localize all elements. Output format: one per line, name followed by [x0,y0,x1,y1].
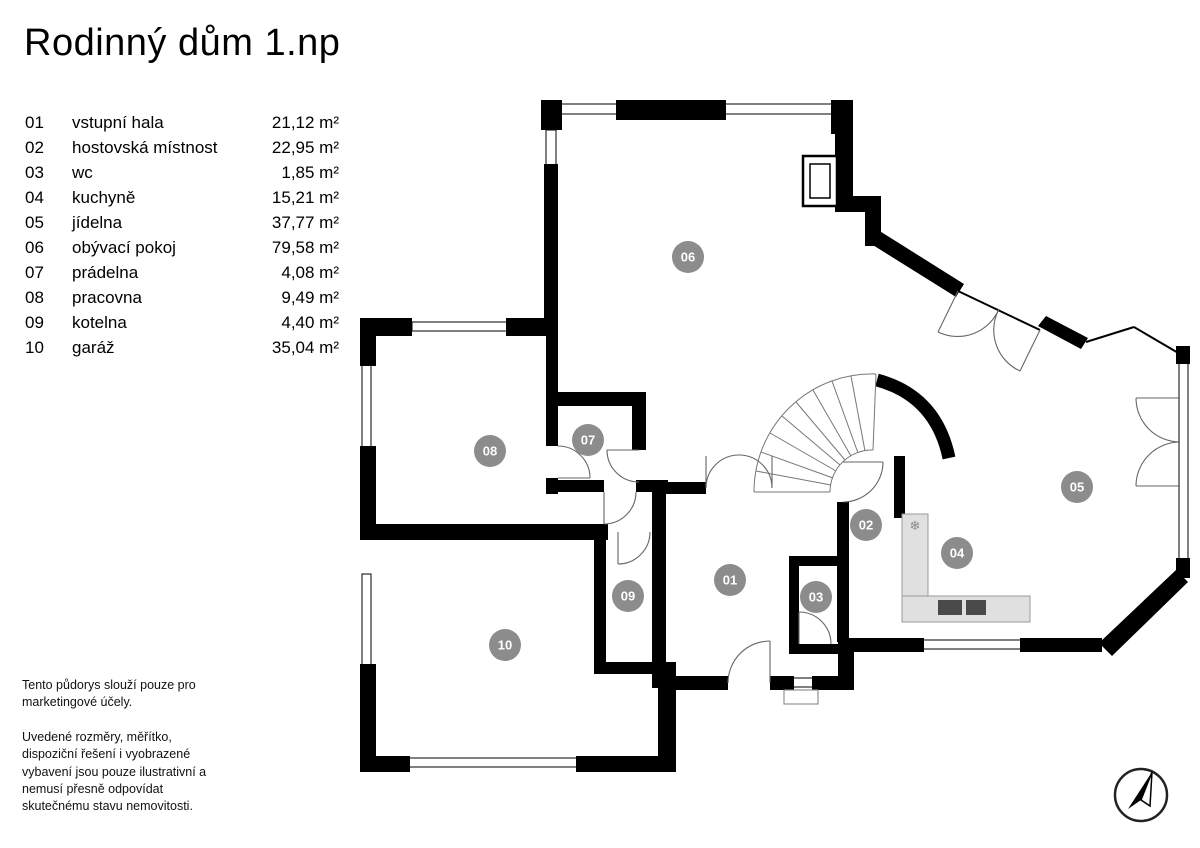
room-area: 79,58 m² [271,238,339,257]
room-name: jídelna [72,213,123,232]
marketing-disclaimer: Tento půdorys slouží pouze pro marketing… [22,678,196,710]
room-area: 22,95 m² [271,138,339,157]
doors-layer [557,290,1181,705]
room-badges: 06 08 07 05 02 04 01 03 09 10 [474,241,1093,661]
room-name: vstupní hala [72,113,164,132]
room-area: 21,12 m² [271,113,339,132]
room-badge-02: 02 [850,509,882,541]
svg-text:08: 08 [483,444,497,459]
legend-row: 07 prádelna 4,08 m² [25,263,339,288]
room-badge-09: 09 [612,580,644,612]
room-number: 10 [25,338,44,357]
svg-text:03: 03 [809,590,823,605]
room-name: pracovna [72,288,142,307]
svg-text:01: 01 [723,573,737,588]
room-name: hostovská místnost [72,138,218,157]
legend-row: 06 obývací pokoj 79,58 m² [25,238,339,263]
room-area: 1,85 m² [281,163,339,182]
room-badge-05: 05 [1061,471,1093,503]
fridge-snowflake-icon: ❄ [910,518,921,533]
north-compass-icon [1113,767,1169,823]
room-badge-10: 10 [489,629,521,661]
svg-text:07: 07 [581,433,595,448]
sink-basin [938,600,962,615]
legend-row: 08 pracovna 9,49 m² [25,288,339,313]
room-badge-06: 06 [672,241,704,273]
svg-text:05: 05 [1070,480,1084,495]
svg-text:10: 10 [498,638,512,653]
room-area: 4,08 m² [281,263,339,282]
dimensions-disclaimer: Uvedené rozměry, měřítko, dispoziční řeš… [22,730,207,813]
room-name: kotelna [72,313,127,332]
legend-row: 05 jídelna 37,77 m² [25,213,339,238]
room-name: obývací pokoj [72,238,176,257]
room-number: 08 [25,288,44,307]
legend-row: 03 wc 1,85 m² [25,163,339,188]
room-number: 09 [25,313,44,332]
stair-wall [875,373,956,460]
room-number: 03 [25,163,44,182]
room-number: 02 [25,138,44,157]
fireplace [801,154,839,208]
legend-row: 10 garáž 35,04 m² [25,338,339,363]
room-area: 4,40 m² [281,313,339,332]
room-number: 07 [25,263,44,282]
room-legend: 01 vstupní hala 21,12 m² 02 hostovská místn… [25,113,339,363]
svg-text:04: 04 [950,546,965,561]
room-badge-07: 07 [572,424,604,456]
room-name: wc [72,163,93,182]
svg-text:09: 09 [621,589,635,604]
room-name: garáž [72,338,115,357]
page-title: Rodinný dům 1.np [24,22,341,64]
walls-layer [360,100,1190,772]
sink-basin [966,600,986,615]
room-area: 35,04 m² [271,338,339,357]
room-area: 15,21 m² [271,188,339,207]
svg-text:02: 02 [859,518,873,533]
room-badge-01: 01 [714,564,746,596]
legend-row: 04 kuchyně 15,21 m² [25,188,339,213]
diagonal-windows [957,290,1181,355]
legend-row: 01 vstupní hala 21,12 m² [25,113,339,138]
room-badge-08: 08 [474,435,506,467]
legend-row: 09 kotelna 4,40 m² [25,313,339,338]
room-number: 01 [25,113,44,132]
room-badge-04: 04 [941,537,973,569]
svg-text:06: 06 [681,250,695,265]
room-name: kuchyně [72,188,136,207]
room-badge-03: 03 [800,581,832,613]
room-name: prádelna [72,263,139,282]
room-area: 37,77 m² [271,213,339,232]
kitchen-counter: ❄ [901,513,1031,623]
room-area: 9,49 m² [281,288,339,307]
room-number: 05 [25,213,44,232]
room-number: 06 [25,238,44,257]
room-number: 04 [25,188,44,207]
legend-row: 02 hostovská místnost 22,95 m² [25,138,339,163]
